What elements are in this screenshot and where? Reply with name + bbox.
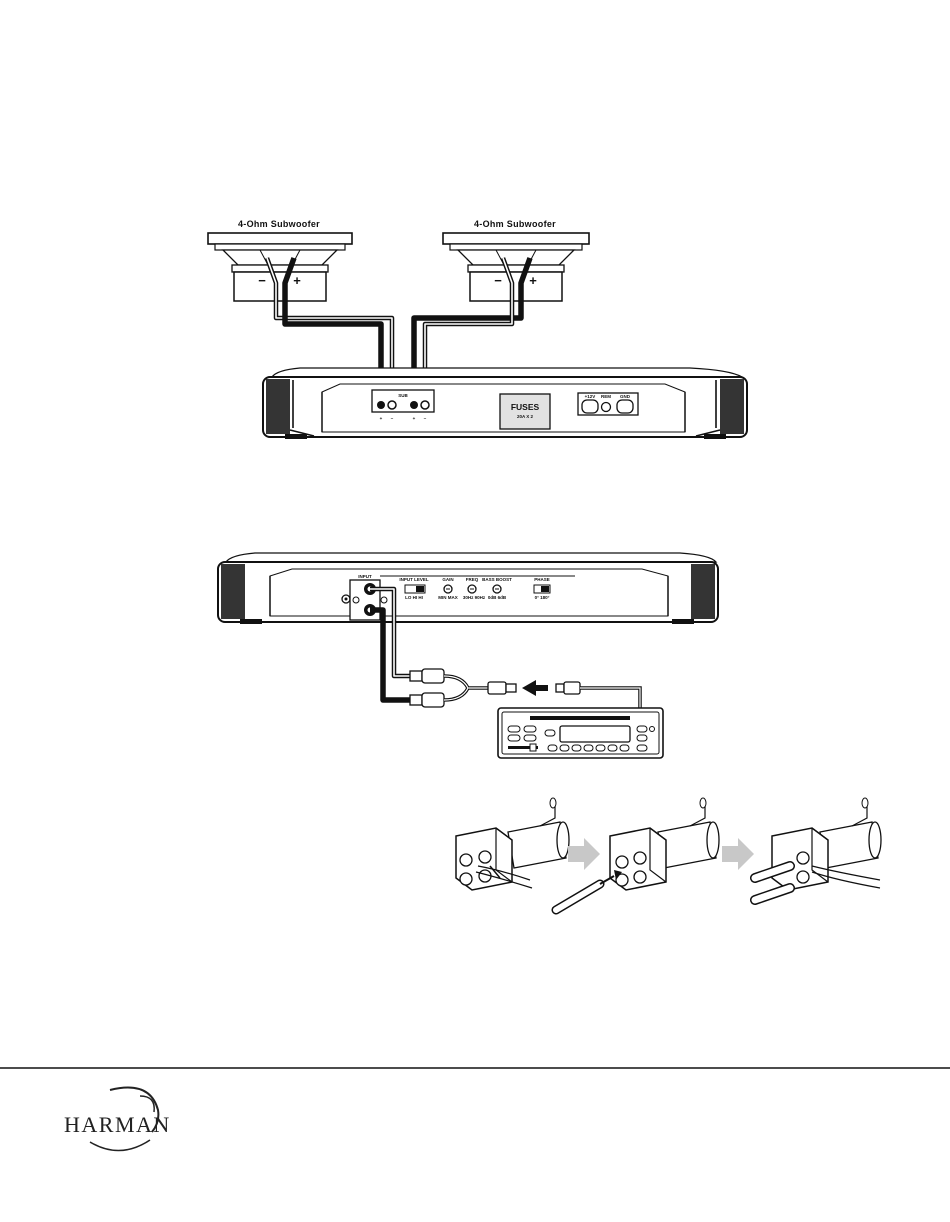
amplifier-output-end: SUB + − + − FUSES 20A X 2 +12V REM bbox=[263, 368, 747, 439]
y-adapter bbox=[410, 669, 516, 707]
step-arrow-2-icon bbox=[722, 838, 754, 870]
freq-label: FREQ bbox=[466, 577, 479, 582]
input-label: INPUT bbox=[358, 574, 372, 579]
right-sub-plus-sign: + bbox=[529, 273, 537, 288]
phase-scale: 0° 180° bbox=[535, 595, 550, 600]
step-arrow-1-icon bbox=[568, 838, 600, 870]
fuse-panel: FUSES 20A X 2 bbox=[500, 394, 550, 429]
harman-logo: HARMAN bbox=[64, 1088, 171, 1151]
connect-arrow-icon bbox=[522, 680, 548, 696]
terminal-label-3: + bbox=[413, 416, 416, 421]
terminal-label-1: + bbox=[380, 416, 383, 421]
power-label-12v: +12V bbox=[585, 394, 596, 399]
gain-label: GAIN bbox=[442, 577, 453, 582]
phase-label: PHASE bbox=[534, 577, 550, 582]
bass-boost-label: BASS BOOST bbox=[482, 577, 512, 582]
phase-switch: PHASE 0° 180° bbox=[534, 577, 550, 600]
head-unit bbox=[498, 708, 663, 758]
harman-brand-text: HARMAN bbox=[64, 1112, 171, 1137]
input-level-label: INPUT LEVEL bbox=[399, 577, 429, 582]
power-label-rem: REM bbox=[601, 394, 611, 399]
power-terminal-block: +12V REM GND bbox=[578, 393, 638, 415]
left-subwoofer: 4-Ohm Subwoofer − + bbox=[208, 219, 352, 301]
terminal-label-4: − bbox=[424, 416, 427, 421]
terminal-step-1 bbox=[456, 798, 569, 890]
footer: HARMAN bbox=[0, 1068, 950, 1151]
amplifier-input-end: INPUT INPUT LEVEL LO HI HI GAIN MIN MA bbox=[218, 553, 718, 624]
gain-scale: MIN MAX bbox=[438, 595, 458, 600]
bass-boost-scale: 0dB 6dB bbox=[488, 595, 507, 600]
fuse-label: FUSES bbox=[511, 402, 540, 412]
input-level-scale: LO HI HI bbox=[405, 595, 423, 600]
right-subwoofer-label: 4-Ohm Subwoofer bbox=[474, 219, 556, 229]
freq-scale: 30Hz 90Hz bbox=[463, 595, 486, 600]
subwoofer-wiring-diagram: 4-Ohm Subwoofer − + 4-Ohm Subwoofer − + bbox=[208, 219, 747, 439]
right-sub-minus-sign: − bbox=[494, 273, 502, 288]
terminal-block-label: SUB bbox=[398, 393, 408, 398]
right-subwoofer: 4-Ohm Subwoofer − + bbox=[443, 219, 589, 301]
left-sub-plus-sign: + bbox=[293, 273, 301, 288]
left-subwoofer-label: 4-Ohm Subwoofer bbox=[238, 219, 320, 229]
power-label-gnd: GND bbox=[620, 394, 631, 399]
fuse-rating-label: 20A X 2 bbox=[517, 414, 534, 419]
input-wiring-diagram: INPUT INPUT LEVEL LO HI HI GAIN MIN MA bbox=[218, 553, 718, 758]
left-sub-minus-sign: − bbox=[258, 273, 266, 288]
terminal-label-2: − bbox=[391, 416, 394, 421]
terminal-connection-steps bbox=[456, 798, 881, 910]
head-unit-rca-plug bbox=[556, 682, 640, 708]
terminal-step-3 bbox=[755, 798, 881, 900]
